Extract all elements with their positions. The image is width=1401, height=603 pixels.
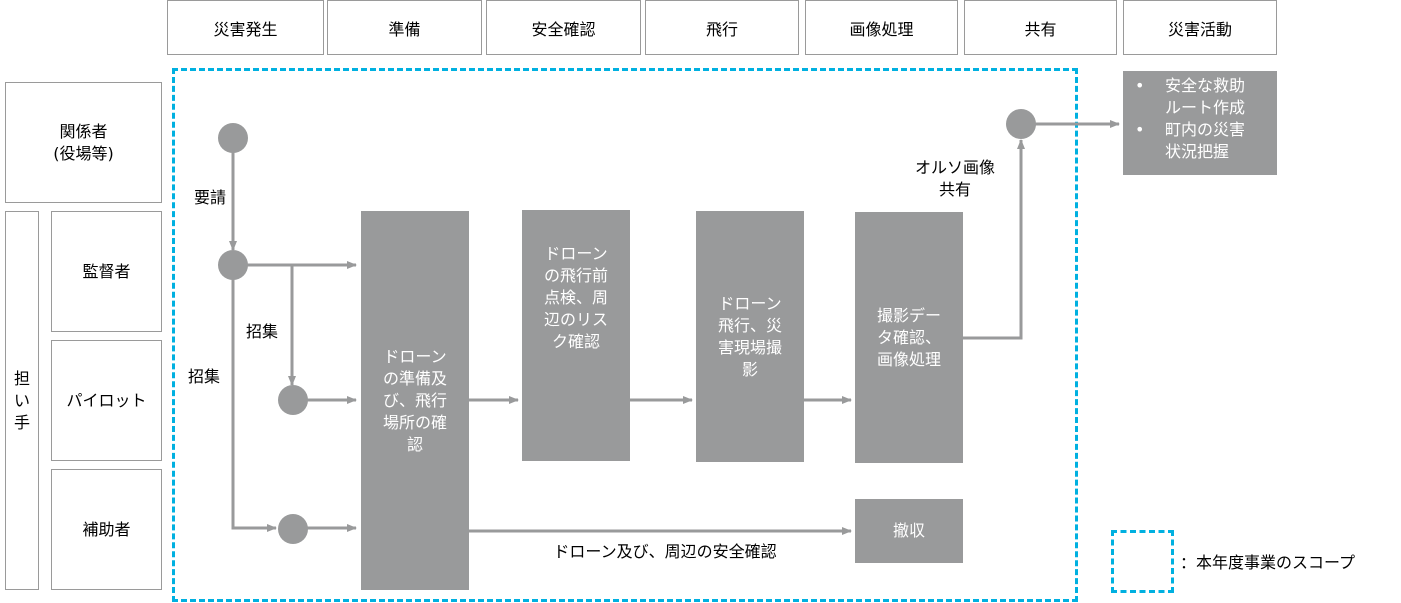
supervisor-node xyxy=(218,250,248,280)
role-label: 補助者 xyxy=(82,519,131,539)
process-label: ドローン の飛行前 点検、周 辺のリス ク確認 xyxy=(543,243,608,351)
role-stakeholder: 関係者 (役場等) xyxy=(5,82,162,203)
role-group-bearers: 担 い 手 xyxy=(5,211,39,590)
process-label: ドローン の準備及 び、飛行 場所の確 認 xyxy=(382,346,447,454)
phase-label: 災害発生 xyxy=(213,19,278,39)
phase-label: 共有 xyxy=(1024,19,1057,39)
edge-label-request: 要請 xyxy=(193,188,226,207)
phase-preparation: 準備 xyxy=(327,0,482,55)
share-node xyxy=(1006,109,1036,139)
results-list: 安全な救助 ルート作成 町内の災害 状況把握 xyxy=(1131,75,1269,163)
phase-label: 画像処理 xyxy=(849,19,914,39)
process-preflight-inspection: ドローン の飛行前 点検、周 辺のリス ク確認 xyxy=(522,210,630,461)
role-label: 監督者 xyxy=(82,261,131,281)
process-image-processing: 撮影デー タ確認、 画像処理 xyxy=(855,212,963,463)
phase-disaster-occurrence: 災害発生 xyxy=(167,0,324,55)
start-node xyxy=(218,123,248,153)
assistant-node xyxy=(278,514,308,544)
phase-image-processing: 画像処理 xyxy=(805,0,958,55)
phase-label: 飛行 xyxy=(705,19,738,39)
process-label: 撮影デー タ確認、 画像処理 xyxy=(876,305,941,369)
result-item: 町内の災害 状況把握 xyxy=(1131,119,1269,163)
role-supervisor: 監督者 xyxy=(51,211,162,332)
process-drone-flight: ドローン 飛行、災 害現場撮 影 xyxy=(696,211,804,462)
project-scope-frame xyxy=(172,68,1078,602)
edge-label-ortho-share: オルソ画像 共有 xyxy=(914,158,995,199)
phase-safety-check: 安全確認 xyxy=(486,0,641,55)
edge-label-recruit-pilot: 招集 xyxy=(245,322,278,341)
phase-label: 準備 xyxy=(388,19,421,39)
edge-label-safety-check: ドローン及び、周辺の安全確認 xyxy=(553,542,777,561)
process-label: 撤収 xyxy=(892,521,925,540)
phase-flight: 飛行 xyxy=(645,0,799,55)
role-group-label: 担 い 手 xyxy=(13,368,30,432)
role-label: 関係者 (役場等) xyxy=(53,121,114,163)
role-label: パイロット xyxy=(66,390,147,410)
results-box: 安全な救助 ルート作成 町内の災害 状況把握 xyxy=(1123,71,1277,175)
legend-scope-swatch xyxy=(1111,530,1174,593)
process-withdrawal: 撤収 xyxy=(855,499,963,563)
result-item: 安全な救助 ルート作成 xyxy=(1131,75,1269,119)
phase-disaster-activity: 災害活動 xyxy=(1123,0,1277,55)
pilot-node xyxy=(278,385,308,415)
role-pilot: パイロット xyxy=(51,340,162,461)
phase-label: 災害活動 xyxy=(1167,19,1232,39)
role-assistant: 補助者 xyxy=(51,469,162,590)
process-drone-preparation: ドローン の準備及 び、飛行 場所の確 認 xyxy=(361,211,469,590)
phase-label: 安全確認 xyxy=(531,19,596,39)
phase-sharing: 共有 xyxy=(964,0,1117,55)
process-label: ドローン 飛行、災 害現場撮 影 xyxy=(717,293,782,379)
edge-label-recruit-assistant: 招集 xyxy=(187,367,220,386)
legend-scope-label: ：本年度事業のスコープ xyxy=(1180,553,1356,572)
